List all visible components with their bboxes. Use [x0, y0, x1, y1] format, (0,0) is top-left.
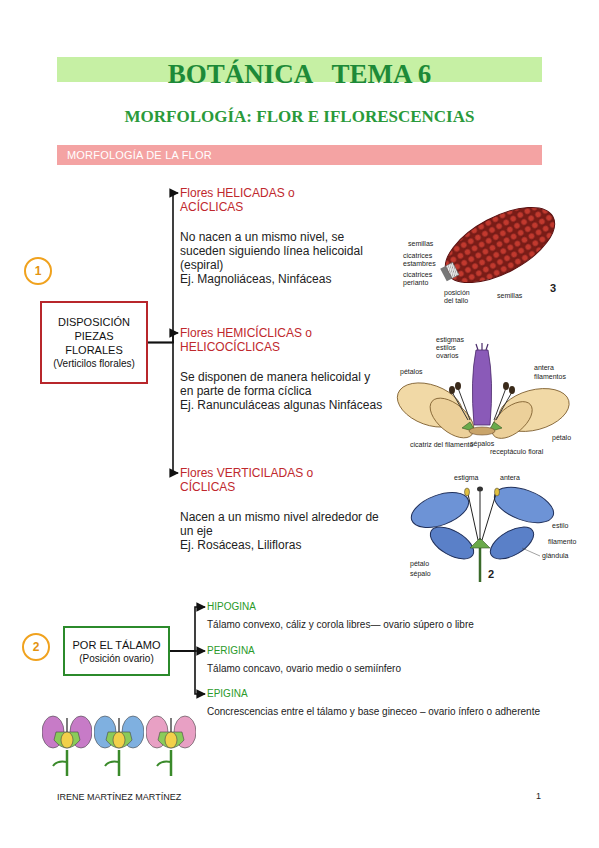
part-label: semillas [408, 240, 442, 248]
part-label: estilos [436, 344, 456, 352]
part-label: sépalos [470, 440, 494, 448]
branch-item: HIPOGINA Tálamo convexo, cáliz y corola l… [207, 600, 577, 631]
connector-arrow [170, 651, 205, 694]
node-heading: PERIGINA [207, 644, 577, 657]
title: BOTÁNICA TEMA 6 [57, 59, 542, 89]
page-number: 1 [536, 791, 541, 801]
node-heading: Flores HEMICÍCLICAS o HELICOCÍCLICAS [180, 326, 325, 354]
node-heading: 2 [33, 640, 40, 654]
node-heading: MORFOLOGÍA DE LA FLOR [67, 149, 212, 161]
node-text: Concrescencias entre el tálamo y base gi… [207, 705, 577, 718]
node-heading: EPIGINA [207, 687, 577, 700]
node-text: (Verticilos florales) [53, 357, 135, 370]
part-label: cicatriz del filamento [410, 441, 473, 449]
part-label: estigmas [436, 336, 464, 344]
node-text: (Posición ovario) [79, 652, 153, 665]
node-text: Tálamo concavo, ovario medio o semiínfer… [207, 662, 577, 675]
connector-arrow [170, 607, 205, 651]
node-heading: POR EL TÁLAMO [72, 638, 160, 652]
figure-number: 3 [550, 282, 556, 294]
part-label: semillas [497, 292, 531, 300]
node-heading: 1 [35, 264, 42, 278]
branch-item: Flores HELICADAS o ACÍCLICAS No nacen a u… [180, 186, 385, 286]
part-label: filamentos [534, 373, 566, 381]
connector-arrow [148, 193, 178, 343]
node-text: Ej. Magnoliáceas, Ninfáceas [180, 272, 385, 286]
part-label: filamento [548, 538, 576, 546]
node-heading: Flores VERTICILADAS o CÍCLICAS [180, 466, 325, 494]
part-label: antera [534, 364, 554, 372]
branch-item: EPIGINA Concrescencias entre el tálamo y … [207, 687, 577, 718]
section-band: MORFOLOGÍA DE LA FLOR [57, 145, 542, 165]
part-label: cicatrices perianto [403, 271, 435, 287]
seed-cone [430, 192, 566, 300]
callout-circle: 1 [24, 257, 52, 285]
connector-arrow [148, 343, 178, 474]
part-label: pétalo [410, 560, 429, 568]
part-label: antera [500, 474, 520, 482]
ovary-position-flowers [42, 716, 196, 776]
node-text: No nacen a un mismo nivel, se suceden si… [180, 230, 385, 272]
subtitle: MORFOLOGÍA: FLOR E IFLORESCENCIAS [57, 107, 542, 127]
part-label: cicatrices estambres [403, 252, 437, 268]
figure-number: 2 [488, 568, 494, 580]
part-label: estilo [552, 522, 568, 530]
node-text: Nacen a un mismo nivel alrededor de un e… [180, 510, 385, 538]
node-heading: DISPOSICIÓN PIEZAS FLORALES [45, 315, 143, 357]
callout-circle: 2 [22, 633, 50, 661]
part-label: receptáculo floral [490, 448, 543, 456]
node-heading: Flores HELICADAS o ACÍCLICAS [180, 186, 305, 214]
part-label: pétalos [400, 368, 423, 376]
blue-flower [407, 480, 559, 582]
part-label: posición del tallo [444, 289, 478, 305]
branch-item: Flores HEMICÍCLICAS o HELICOCÍCLICAS Se d… [180, 326, 385, 412]
footer-author: IRENE MARTÍNEZ MARTÍNEZ [57, 792, 181, 802]
branch-item: Flores VERTICILADAS o CÍCLICAS Nacen a un… [180, 466, 385, 552]
connector-arrow [148, 333, 178, 343]
category-box: DISPOSICIÓN PIEZAS FLORALES(Verticilos f… [40, 301, 148, 384]
node-heading: HIPOGINA [207, 600, 577, 613]
category-box: POR EL TÁLAMO(Posición ovario) [63, 626, 170, 676]
node-text: Se disponen de manera helicoidal y en pa… [180, 370, 385, 398]
part-label: estigma [454, 474, 479, 482]
branch-item: PERIGINA Tálamo concavo, ovario medio o s… [207, 644, 577, 675]
part-label: ovarios [436, 352, 459, 360]
node-text: Tálamo convexo, cáliz y corola libres— o… [207, 618, 577, 631]
node-text: Ej. Ranunculáceas algunas Ninfáceas [180, 398, 385, 412]
part-label: sépalo [410, 570, 431, 578]
open-flower [391, 343, 574, 445]
part-label: pétalo [552, 434, 571, 442]
part-label: glándula [542, 552, 568, 560]
node-text: Ej. Rosáceas, Lilifloras [180, 538, 385, 552]
